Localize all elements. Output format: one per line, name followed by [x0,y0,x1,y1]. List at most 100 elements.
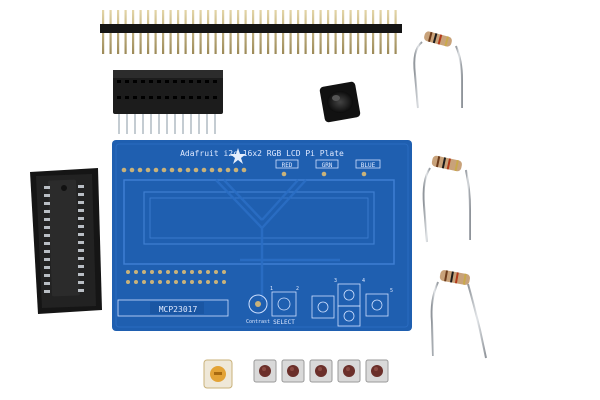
resistor-1 [413,31,463,109]
socket-pin [174,114,176,134]
tact-button-highlight [346,367,350,371]
pin-hole [129,167,135,173]
socket-pin [182,114,184,134]
chip-pin [78,241,84,244]
chip-pin [44,234,50,237]
chip-pin [44,242,50,245]
chip-pin [78,233,84,236]
socket-pin [126,114,128,134]
pin-hole [158,270,162,274]
button-number-5: 5 [390,288,393,294]
socket-pin [150,114,152,134]
button-number-2: 2 [296,286,299,292]
rgb-labels: RED GRN BLUE [275,159,381,169]
pin-hole [214,270,218,274]
pin-hole [193,167,199,173]
chip-pin [78,201,84,204]
chip-pin [44,218,50,221]
pin-hole [201,167,207,173]
socket-hole [165,96,169,99]
chip-pin [78,225,84,228]
socket-hole [125,96,129,99]
pin-hole [174,280,178,284]
socket-hole [173,96,177,99]
chip-pin [44,290,50,293]
tact-button-highlight [290,367,294,371]
pin-hole [198,280,202,284]
pin-hole [126,280,130,284]
trim-potentiometer [203,359,233,389]
pin-hole [190,280,194,284]
pin-hole [321,171,327,177]
tactile-buttons [253,359,389,383]
pin-hole [222,270,226,274]
tact-button-cap [287,365,299,377]
chip-pin [78,257,84,260]
pin-hole [142,270,146,274]
tact-button-cap [371,365,383,377]
socket-hole [181,80,185,83]
contrast-pot-footprint: Contrast [246,294,270,325]
chip-pin [44,210,50,213]
pin-hole [241,167,247,173]
pin-hole [209,167,215,173]
pin-hole [233,167,239,173]
chip-pin [78,217,84,220]
socket-hole [173,80,177,83]
female-stacking-header [113,70,223,134]
pin-hole [134,280,138,284]
pin-hole [126,270,130,274]
pin-hole [190,270,194,274]
pin-hole [137,167,143,173]
adafruit-star-icon [230,148,246,164]
chip-pin [44,274,50,277]
socket-hole [125,80,129,83]
chip-pin [44,282,50,285]
pin-hole [281,171,287,177]
pin-hole [182,270,186,274]
socket-pin [198,114,200,134]
male-pin-header [100,10,402,54]
chip-pin [44,226,50,229]
pi-header-holes [126,270,226,284]
button-number-4: 4 [362,278,365,284]
socket-hole [141,96,145,99]
socket-pin [118,114,120,134]
lcd-outline [123,179,395,265]
socket-hole [205,80,209,83]
pin-hole [206,270,210,274]
tact-button-highlight [318,367,322,371]
chip-label: MCP23017 [159,305,198,314]
socket-hole [189,96,193,99]
label-red: RED [282,162,293,169]
socket-pin [206,114,208,134]
socket-hole [197,80,201,83]
pin-hole [166,280,170,284]
lcd-pi-plate-board: Adafruit i2c 16x2 RGB LCD Pi Plate RED G… [112,140,412,331]
socket-hole [213,96,217,99]
lcd-pin-holes [121,167,367,177]
board-title: Adafruit i2c 16x2 RGB LCD Pi Plate [180,149,344,158]
chip-pin [78,185,84,188]
button-number-1: 1 [270,286,273,292]
pin-hole [214,280,218,284]
socket-hole [181,96,185,99]
tact-button-highlight [262,367,266,371]
socket-pin [190,114,192,134]
chip-pin [44,202,50,205]
socket-hole [117,96,121,99]
chip-pin [44,186,50,189]
button-footprints: 1 2 3 4 5 [270,278,393,327]
pin-hole [174,270,178,274]
chip-pin [78,209,84,212]
tact-button-cap [315,365,327,377]
label-grn: GRN [322,162,333,169]
button-number-3: 3 [334,278,337,284]
socket-hole [133,80,137,83]
pin-hole [361,171,367,177]
chip-pin [44,266,50,269]
pin-hole [150,270,154,274]
pcb-traces [215,179,340,300]
mcp23017-chip-in-foam [30,168,102,314]
socket-hole [189,80,193,83]
